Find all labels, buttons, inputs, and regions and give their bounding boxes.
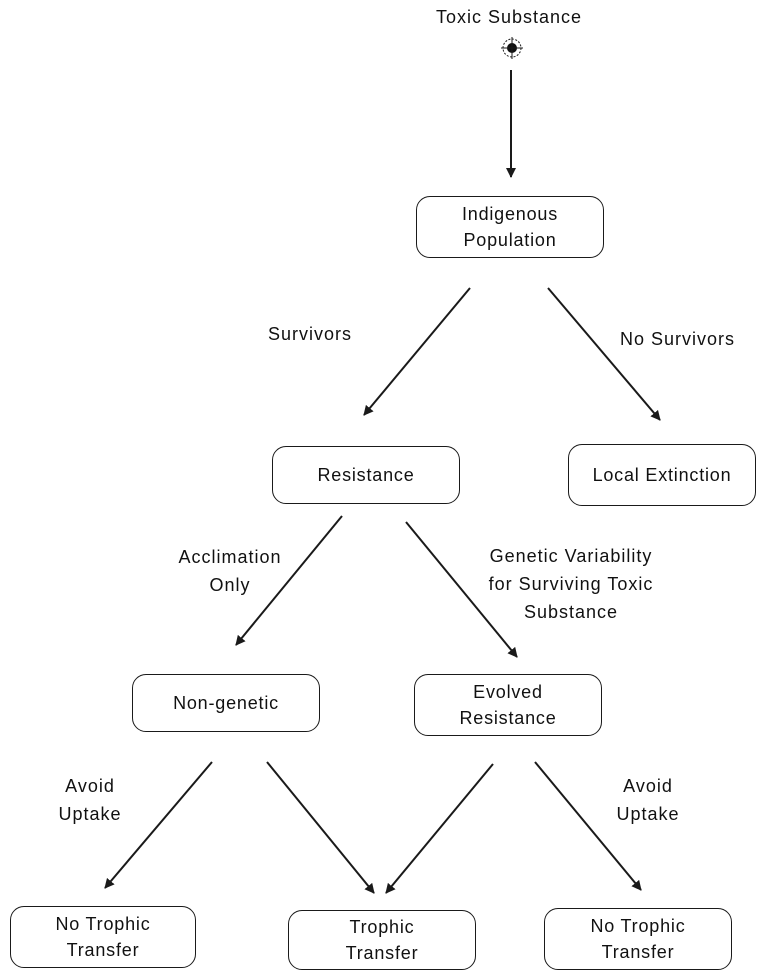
node-label: Local Extinction	[592, 465, 732, 485]
node-label: No Trophic Transfer	[590, 916, 686, 962]
node-label: Resistance	[317, 465, 415, 485]
edge-label-avoid-uptake-left: Avoid Uptake	[58, 776, 122, 824]
node-evolved-resistance: Evolved Resistance	[414, 674, 602, 736]
node-trophic-transfer: Trophic Transfer	[288, 910, 476, 970]
node-label: Indigenous Population	[461, 204, 559, 250]
arrow-nongenetic-to-no-trophic	[104, 761, 213, 889]
arrow-indigenous-to-extinction	[547, 287, 661, 421]
edge-label-survivors: Survivors	[268, 324, 353, 344]
crosshair-target-icon	[501, 37, 523, 59]
edge-label-no-survivors: No Survivors	[620, 329, 736, 349]
edge-label-acclimation-only: Acclimation Only	[178, 547, 282, 595]
arrow-evolved-to-no-trophic	[534, 761, 642, 891]
arrow-resistance-to-evolved	[405, 521, 518, 658]
node-resistance: Resistance	[272, 446, 460, 504]
arrow-indigenous-to-resistance	[363, 287, 471, 416]
edge-label-avoid-uptake-right: Avoid Uptake	[616, 776, 680, 824]
node-local-extinction: Local Extinction	[568, 444, 756, 506]
node-indigenous-population: Indigenous Population	[416, 196, 604, 258]
node-no-trophic-transfer-right: No Trophic Transfer	[544, 908, 732, 970]
arrow-nongenetic-to-trophic	[266, 761, 375, 894]
arrow-evolved-to-trophic	[385, 763, 494, 894]
edge-label-genetic-variability: Genetic Variability for Surviving Toxic …	[488, 546, 654, 622]
node-non-genetic: Non-genetic	[132, 674, 320, 732]
arrow-resistance-to-nongenetic	[235, 515, 343, 646]
node-label: Trophic Transfer	[345, 917, 419, 963]
node-label: No Trophic Transfer	[55, 914, 151, 960]
node-label: Evolved Resistance	[459, 682, 557, 728]
node-label: Non-genetic	[173, 693, 279, 713]
node-no-trophic-transfer-left: No Trophic Transfer	[10, 906, 196, 968]
source-label: Toxic Substance	[436, 7, 583, 27]
